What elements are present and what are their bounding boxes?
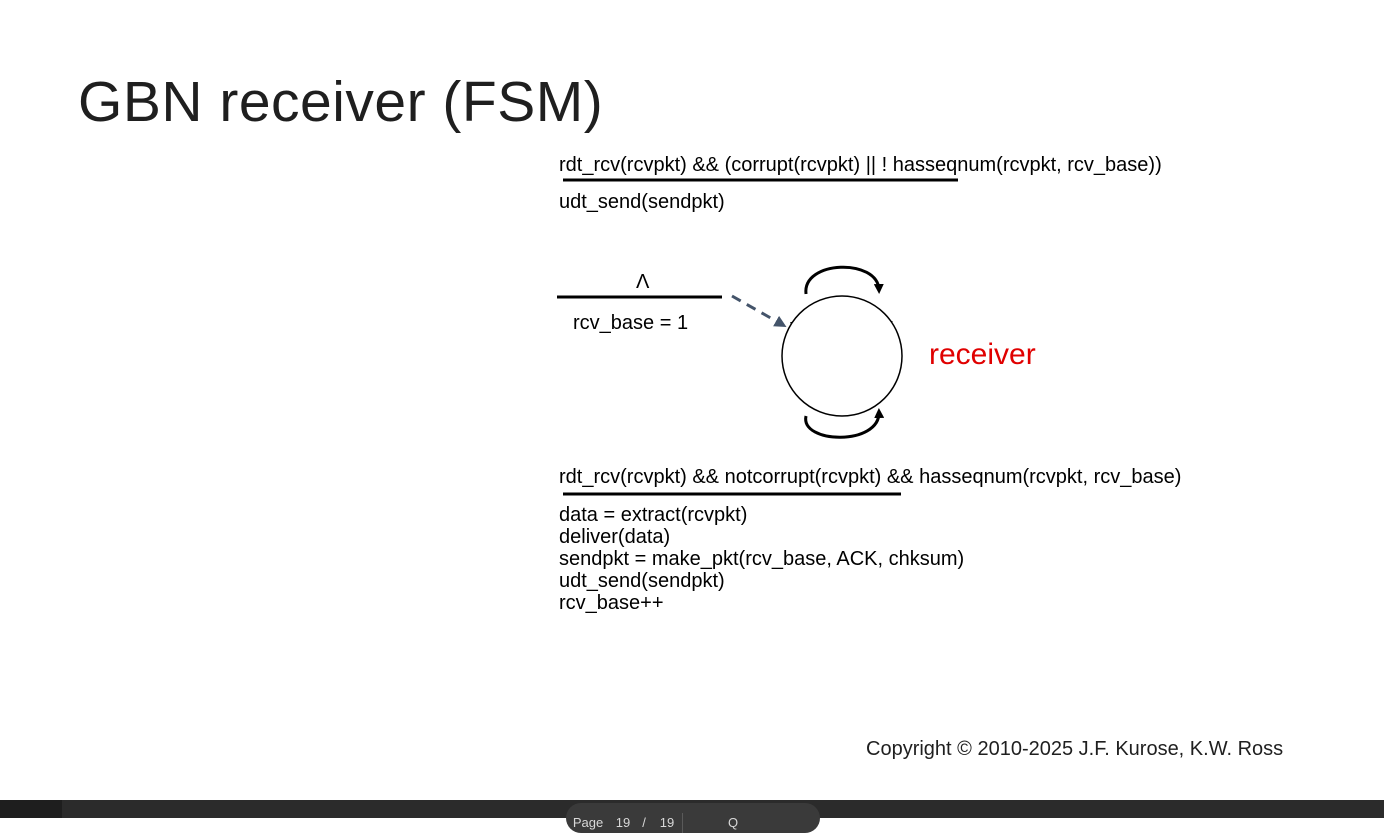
init-arrow [731, 294, 787, 327]
action-line: deliver(data) [559, 526, 671, 548]
page-label: Page [572, 815, 604, 830]
bottom-loop-event: rdt_rcv(rcvpkt) && notcorrupt(rcvpkt) &&… [559, 466, 1182, 488]
zoom-icon[interactable]: Q [727, 815, 739, 830]
slide-title: GBN receiver (FSM) [78, 70, 604, 134]
page-current-input[interactable]: 19 [615, 815, 631, 830]
bottom-bar-edge [0, 800, 62, 818]
receiver-label: receiver [929, 338, 1036, 371]
top-self-loop [804, 265, 884, 295]
action-line: rcv_base++ [559, 592, 664, 614]
page-separator: / [642, 815, 646, 830]
top-loop-event: rdt_rcv(rcvpkt) && (corrupt(rcvpkt) || !… [559, 154, 1162, 176]
init-event: Λ [636, 271, 650, 293]
bottom-self-loop [804, 408, 885, 439]
action-line: udt_send(sendpkt) [559, 570, 725, 592]
top-loop-action: udt_send(sendpkt) [559, 191, 725, 213]
slide: GBN receiver (FSM) rdt_rcv(rcvpkt) && (c… [78, 70, 1284, 760]
action-line: data = extract(rcvpkt) [559, 504, 748, 526]
init-action: rcv_base = 1 [573, 312, 689, 334]
bottom-loop-actions: data = extract(rcvpkt) deliver(data) sen… [559, 504, 964, 614]
state-label: Wait for call from below [790, 319, 894, 365]
copyright: Copyright © 2010-2025 J.F. Kurose, K.W. … [866, 738, 1284, 760]
page-indicator: Page 19 / 19 Q [566, 803, 820, 833]
action-line: sendpkt = make_pkt(rcv_base, ACK, chksum… [559, 548, 965, 570]
page-total: 19 [659, 815, 675, 830]
